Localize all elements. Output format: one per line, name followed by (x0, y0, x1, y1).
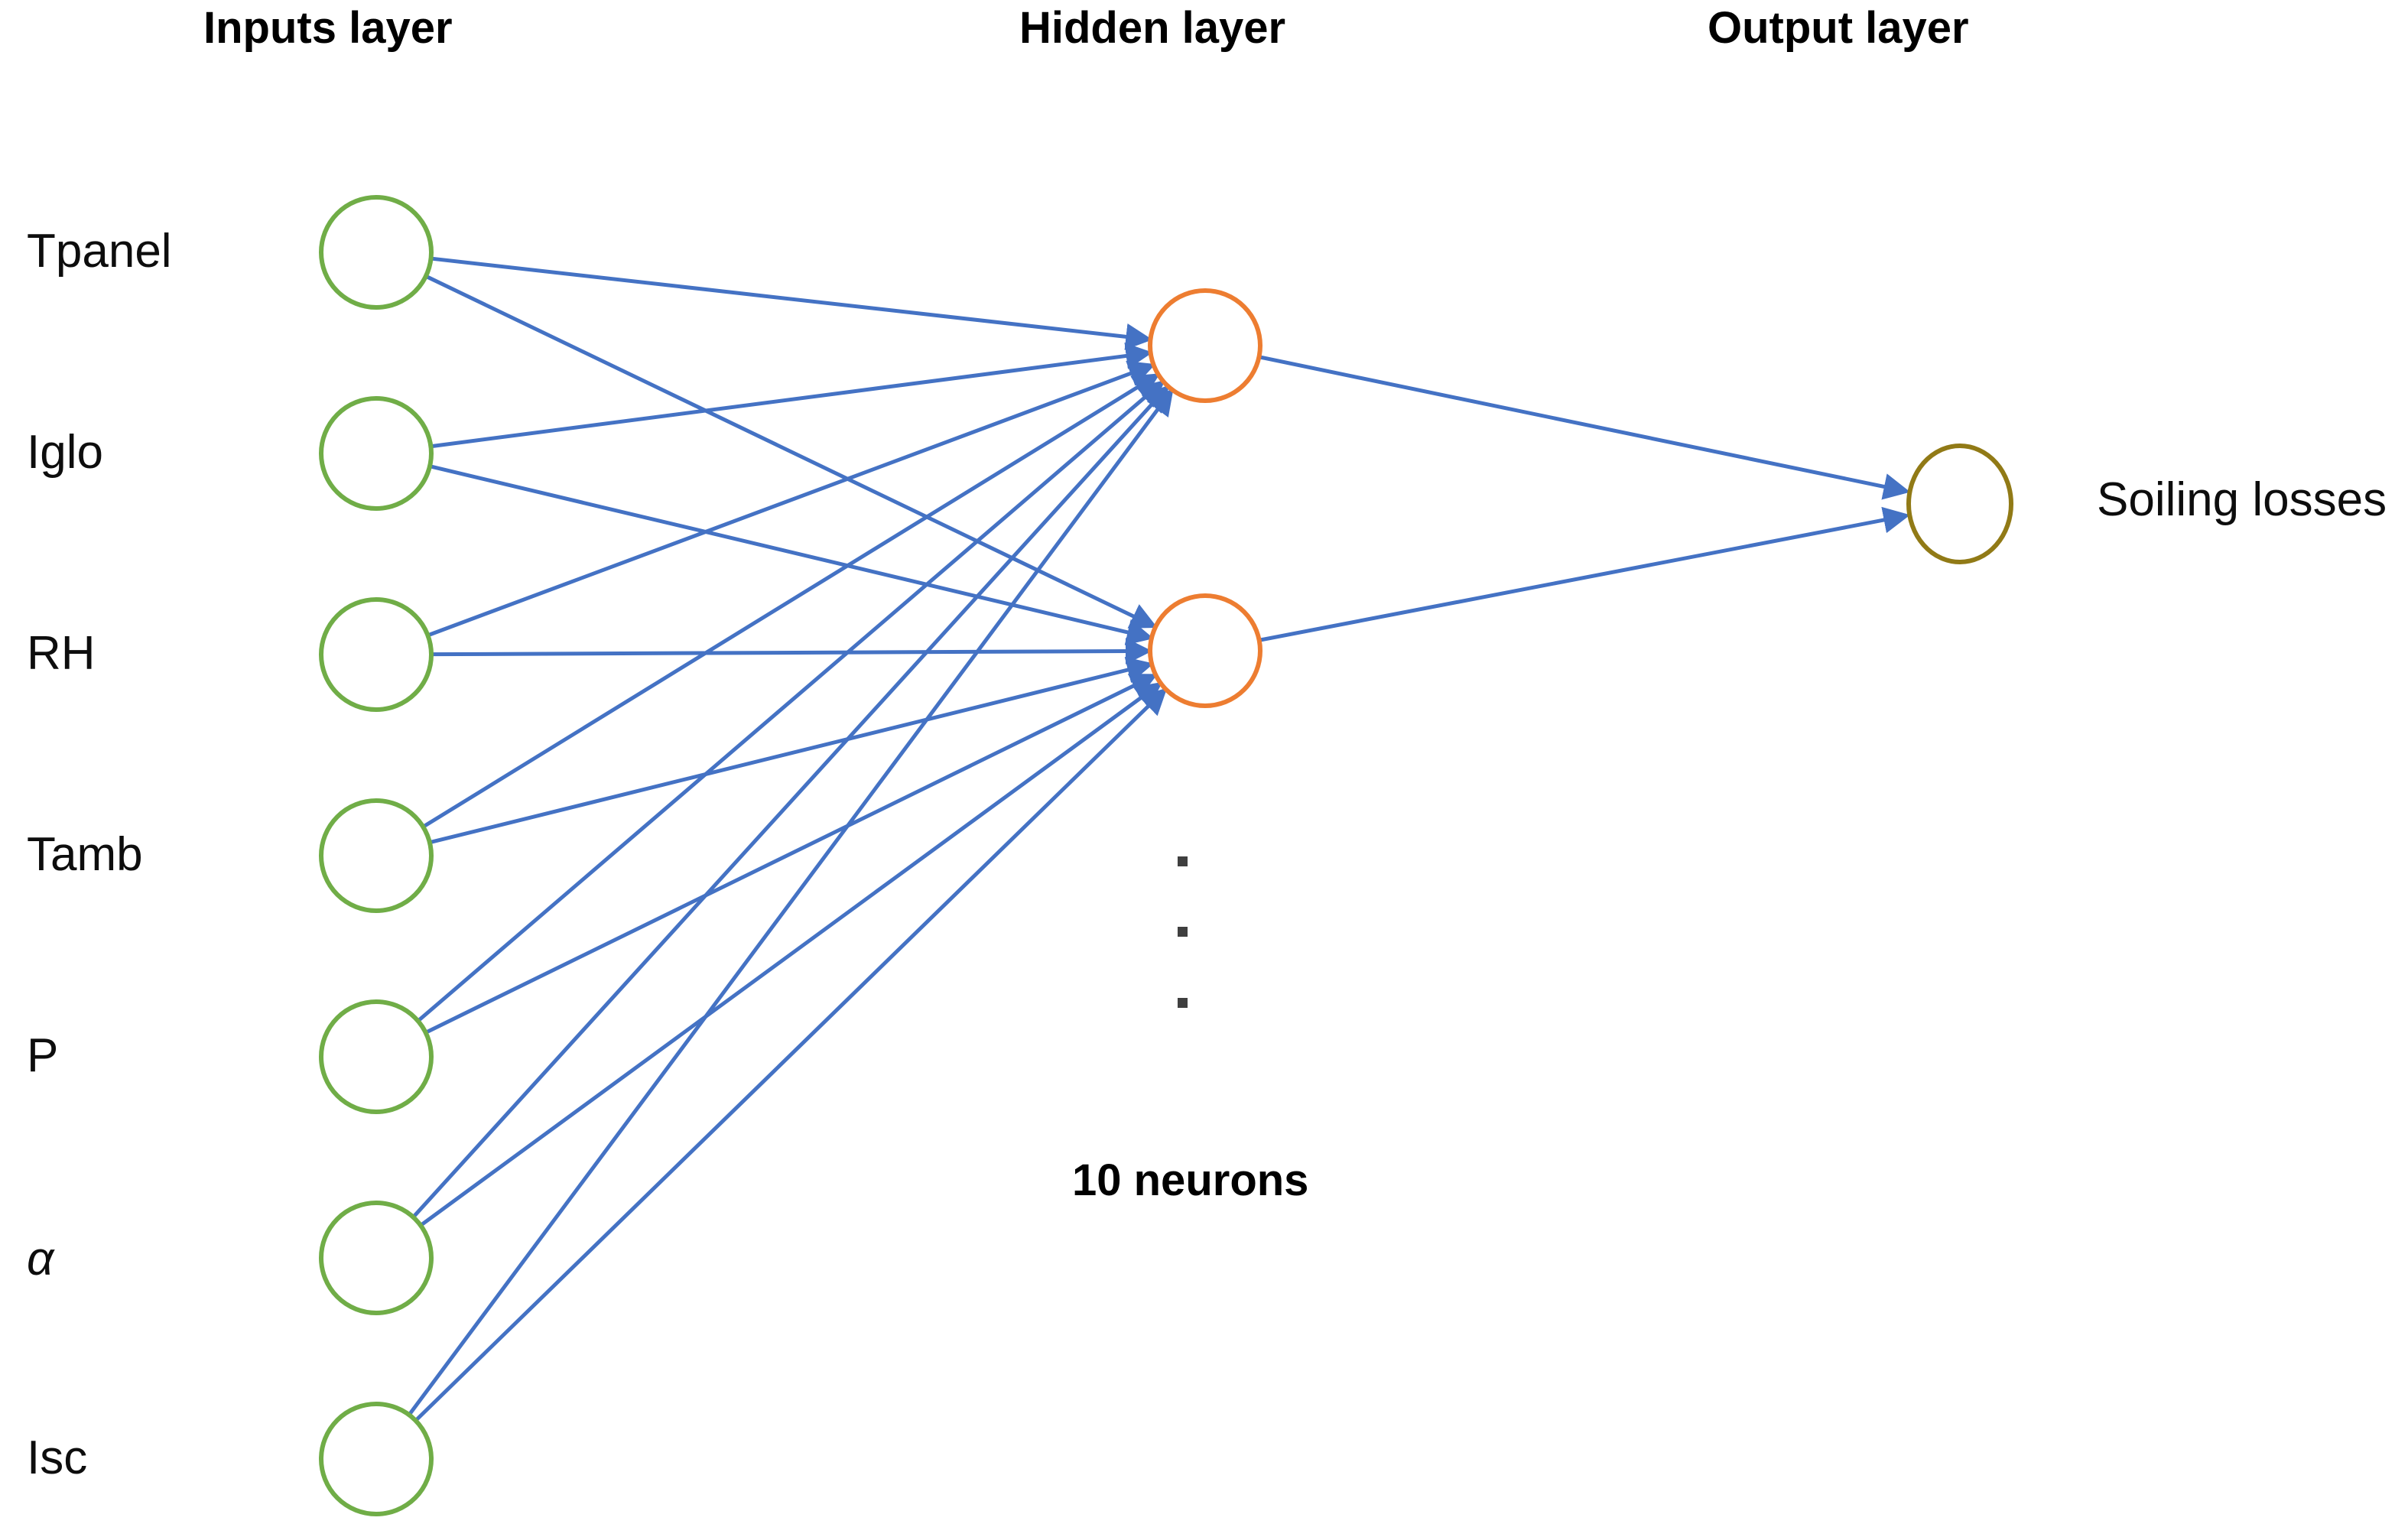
input-node-2 (319, 597, 434, 712)
neuron-nodes (319, 195, 2013, 1516)
edge-input5-hidden1 (419, 681, 1163, 1227)
edge-input2-hidden1 (431, 637, 1152, 665)
layer-title-output: Output layer (1708, 3, 1969, 53)
input-label-rh: RH (27, 627, 96, 680)
input-label-iglo: Iglo (27, 426, 103, 479)
connection-edges (407, 256, 1911, 1422)
input-node-5 (319, 1201, 434, 1315)
edge-input4-hidden0 (417, 380, 1165, 1023)
edge-input6-hidden0 (407, 388, 1174, 1416)
input-node-1 (319, 396, 434, 511)
output-label-soiling-losses: Soiling losses (2097, 473, 2387, 526)
hidden-node-0 (1148, 288, 1262, 403)
input-label-p: P (27, 1029, 59, 1082)
edge-hidden1-output (1259, 506, 1911, 642)
layer-title-hidden: Hidden layer (1019, 3, 1286, 53)
edge-hidden0-output (1258, 355, 1911, 500)
edge-input1-hidden1 (429, 464, 1154, 645)
input-label-tamb: Tamb (27, 828, 143, 881)
edge-input3-hidden0 (422, 373, 1161, 829)
edge-input4-hidden1 (424, 674, 1158, 1035)
edge-input0-hidden0 (431, 256, 1153, 350)
hidden-ellipsis-dot-1 (1178, 856, 1188, 866)
edge-input2-hidden0 (427, 360, 1156, 638)
edge-input6-hidden1 (414, 687, 1168, 1422)
edge-input5-hidden0 (411, 385, 1170, 1219)
input-label-tpanel: Tpanel (27, 225, 172, 278)
input-node-6 (319, 1402, 434, 1516)
edge-input1-hidden0 (431, 343, 1153, 449)
input-label-alpha: α (27, 1233, 54, 1285)
edge-input3-hidden1 (429, 657, 1154, 845)
input-node-3 (319, 798, 434, 913)
input-node-0 (319, 195, 434, 310)
layer-title-inputs: Inputs layer (203, 3, 453, 53)
input-label-isc: Isc (27, 1431, 88, 1484)
edge-input0-hidden1 (424, 274, 1158, 629)
hidden-neuron-count-label: 10 neurons (1072, 1155, 1309, 1205)
hidden-ellipsis-dot-3 (1178, 998, 1188, 1008)
input-node-4 (319, 999, 434, 1114)
hidden-ellipsis-dot-2 (1178, 927, 1188, 937)
output-node (1906, 444, 2013, 564)
hidden-node-1 (1148, 593, 1262, 708)
